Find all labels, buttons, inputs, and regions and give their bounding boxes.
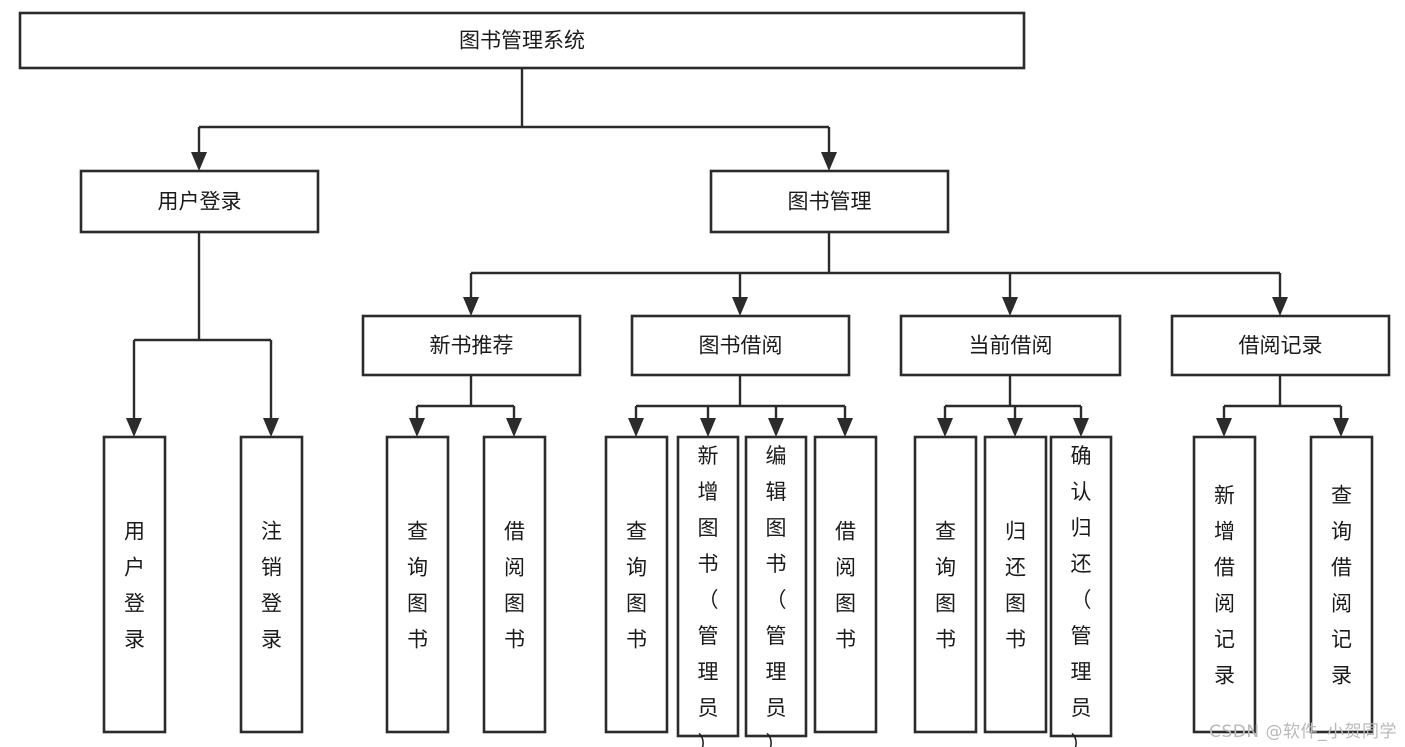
node-leaf-query-book-current[interactable]: 查询图书 [913, 435, 978, 734]
node-box-leaf-borrow-book-recommend [482, 435, 547, 734]
node-label-root: 图书管理系统 [459, 29, 585, 53]
arrow-head-icon [821, 152, 837, 171]
node-current-borrow[interactable]: 当前借阅 [899, 314, 1122, 377]
node-leaf-confirm-return[interactable]: 确认归还（管理员） [1049, 435, 1113, 747]
arrow-head-icon [463, 297, 479, 316]
arrow-head-icon [628, 418, 644, 437]
node-book-borrow[interactable]: 图书借阅 [630, 314, 851, 377]
node-box-leaf-add-book [676, 435, 740, 738]
node-label-leaf-query-book-borrow: 查询图书 [626, 519, 647, 651]
node-layer: 图书管理系统用户登录图书管理新书推荐图书借阅当前借阅借阅记录用户登录注销登录查询… [18, 11, 1391, 747]
node-label-leaf-borrow-book-recommend: 借阅图书 [504, 519, 525, 651]
node-leaf-borrow-book-recommend[interactable]: 借阅图书 [482, 435, 547, 734]
node-label-leaf-edit-book: 编辑图书（管理员） [766, 444, 787, 747]
node-leaf-return-book[interactable]: 归还图书 [983, 435, 1048, 734]
arrow-head-icon [837, 418, 853, 437]
node-label-leaf-add-borrow-record: 新增借阅记录 [1214, 483, 1235, 687]
node-label-new-book-recommend: 新书推荐 [430, 334, 514, 358]
node-box-new-book-recommend [361, 314, 582, 377]
arrow-head-icon [1272, 297, 1288, 316]
node-box-leaf-add-borrow-record [1192, 435, 1257, 734]
node-box-leaf-query-book-borrow [604, 435, 669, 734]
node-book-management[interactable]: 图书管理 [709, 169, 950, 234]
arrow-head-icon [1007, 418, 1023, 437]
arrow-head-icon [506, 418, 522, 437]
node-label-borrow-record: 借阅记录 [1239, 334, 1323, 358]
node-label-leaf-user-login: 用户登录 [124, 519, 145, 651]
node-box-leaf-return-book [983, 435, 1048, 734]
arrow-head-icon [1216, 418, 1232, 437]
node-borrow-record[interactable]: 借阅记录 [1170, 314, 1391, 377]
node-box-leaf-confirm-return [1049, 435, 1113, 738]
node-box-leaf-edit-book [744, 435, 808, 738]
node-box-leaf-user-login [102, 435, 167, 734]
node-leaf-user-login[interactable]: 用户登录 [102, 435, 167, 734]
node-label-book-management: 图书管理 [788, 190, 872, 214]
node-leaf-edit-book[interactable]: 编辑图书（管理员） [744, 435, 808, 747]
connector-layer [126, 68, 1349, 437]
node-new-book-recommend[interactable]: 新书推荐 [361, 314, 582, 377]
node-label-leaf-query-book-recommend: 查询图书 [407, 519, 428, 651]
arrow-head-icon [191, 152, 207, 171]
arrow-head-icon [768, 418, 784, 437]
node-label-leaf-query-book-current: 查询图书 [935, 519, 956, 651]
node-leaf-query-book-recommend[interactable]: 查询图书 [385, 435, 450, 734]
node-label-leaf-user-logout: 注销登录 [261, 519, 282, 651]
node-box-root [18, 11, 1026, 70]
node-box-book-borrow [630, 314, 851, 377]
node-leaf-query-book-borrow[interactable]: 查询图书 [604, 435, 669, 734]
arrow-head-icon [263, 418, 279, 437]
node-leaf-borrow-book[interactable]: 借阅图书 [813, 435, 878, 734]
node-box-user-login [79, 169, 320, 234]
node-user-login[interactable]: 用户登录 [79, 169, 320, 234]
node-box-leaf-user-logout [239, 435, 304, 734]
node-label-leaf-borrow-book: 借阅图书 [835, 519, 856, 651]
node-leaf-add-borrow-record[interactable]: 新增借阅记录 [1192, 435, 1257, 734]
arrow-head-icon [1002, 297, 1018, 316]
arrow-head-icon [409, 418, 425, 437]
node-label-leaf-confirm-return: 确认归还（管理员） [1071, 444, 1092, 747]
node-box-leaf-query-book-recommend [385, 435, 450, 734]
node-label-leaf-query-borrow-record: 查询借阅记录 [1331, 483, 1352, 687]
arrow-head-icon [700, 418, 716, 437]
node-label-current-borrow: 当前借阅 [969, 334, 1053, 358]
node-root[interactable]: 图书管理系统 [18, 11, 1026, 70]
node-box-leaf-query-book-current [913, 435, 978, 734]
node-label-leaf-add-book: 新增图书（管理员） [698, 444, 719, 747]
node-leaf-query-borrow-record[interactable]: 查询借阅记录 [1309, 435, 1374, 734]
arrow-head-icon [937, 418, 953, 437]
node-box-borrow-record [1170, 314, 1391, 377]
node-label-book-borrow: 图书借阅 [699, 334, 783, 358]
node-label-user-login: 用户登录 [158, 190, 242, 214]
node-box-leaf-query-borrow-record [1309, 435, 1374, 734]
node-box-leaf-borrow-book [813, 435, 878, 734]
arrow-head-icon [126, 418, 142, 437]
node-box-current-borrow [899, 314, 1122, 377]
arrow-head-icon [1333, 418, 1349, 437]
node-label-leaf-return-book: 归还图书 [1005, 519, 1026, 651]
node-box-book-management [709, 169, 950, 234]
node-leaf-user-logout[interactable]: 注销登录 [239, 435, 304, 734]
arrow-head-icon [732, 297, 748, 316]
csdn-watermark: CSDN @软件_小贺同学 [1209, 722, 1397, 742]
node-leaf-add-book[interactable]: 新增图书（管理员） [676, 435, 740, 747]
arrow-head-icon [1073, 418, 1089, 437]
